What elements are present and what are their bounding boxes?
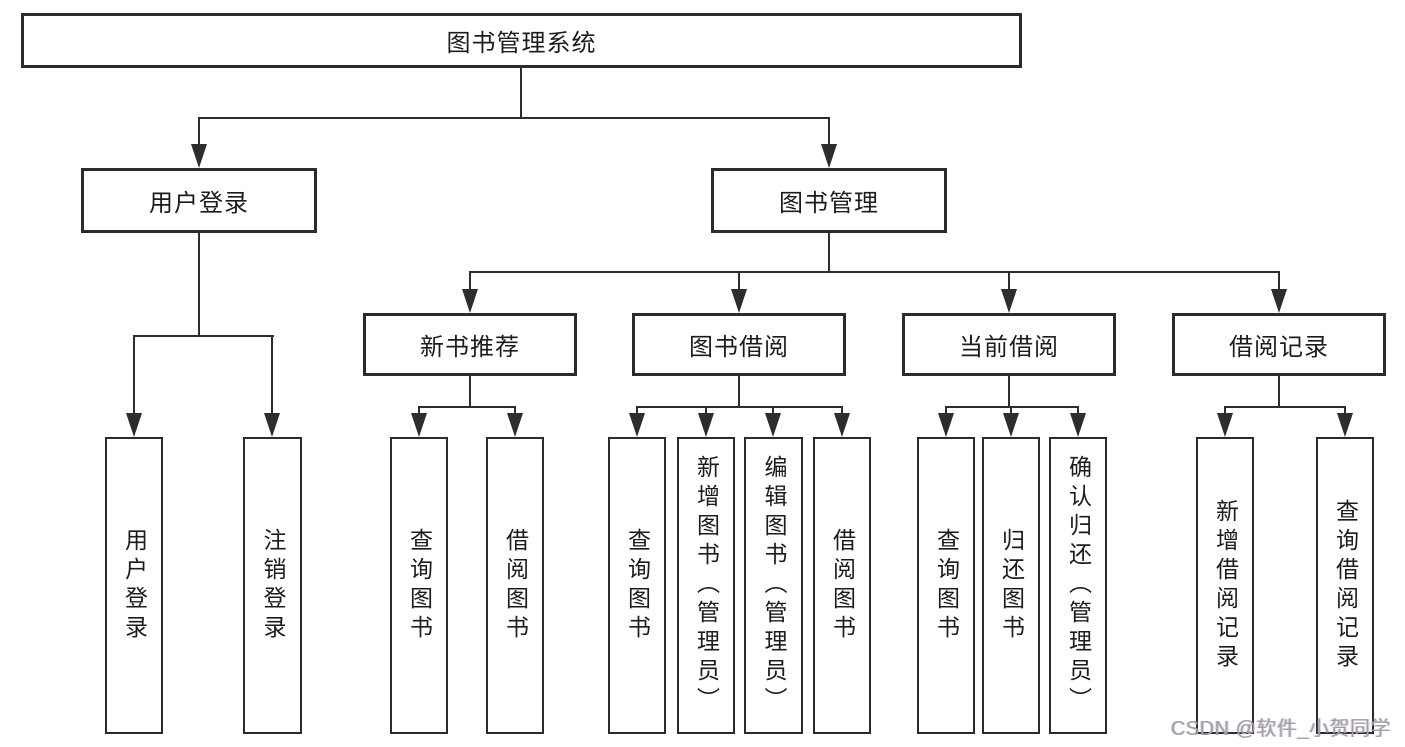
node-label: 新书推荐: [420, 334, 520, 361]
arrowhead-down-icon: [1217, 413, 1233, 437]
node-label: 当前借阅: [959, 334, 1059, 361]
connector-line: [1008, 376, 1010, 408]
leaf-add-book-admin: 新增图书（管理员）: [677, 437, 735, 734]
connector-line: [418, 406, 420, 417]
connector-line: [1008, 271, 1010, 295]
connector-line: [469, 376, 471, 408]
arrowhead-down-icon: [1337, 413, 1353, 437]
node-label: 查询图书: [624, 527, 651, 644]
node-label: 确认归还（管理员）: [1065, 455, 1092, 716]
node-label: 用户登录: [121, 527, 148, 644]
connector-line: [198, 233, 200, 337]
connector-line: [133, 335, 274, 337]
arrowhead-down-icon: [126, 413, 142, 437]
connector-line: [1278, 271, 1280, 295]
connector-line: [636, 406, 843, 408]
leaf-query-books-borrowing: 查询图书: [608, 437, 666, 734]
leaf-query-borrow-record: 查询借阅记录: [1316, 437, 1374, 734]
connector-line: [828, 233, 830, 273]
leaf-edit-book-admin: 编辑图书（管理员）: [744, 437, 803, 734]
connector-line: [469, 271, 471, 295]
node-label: 图书管理系统: [446, 30, 597, 57]
connector-line: [1010, 406, 1012, 417]
connector-line: [1224, 406, 1346, 408]
connector-line: [514, 406, 516, 417]
arrowhead-down-icon: [938, 413, 954, 437]
arrowhead-down-icon: [834, 413, 850, 437]
connector-line: [133, 335, 135, 417]
connector-line: [841, 406, 843, 417]
node-label: 归还图书: [998, 527, 1025, 644]
node-label: 编辑图书（管理员）: [761, 455, 787, 716]
arrowhead-down-icon: [821, 144, 837, 168]
connector-line: [271, 335, 273, 417]
leaf-query-books-current: 查询图书: [917, 437, 975, 734]
connector-line: [198, 117, 200, 148]
connector-line: [1278, 376, 1280, 408]
leaf-return-book: 归还图书: [982, 437, 1040, 734]
arrowhead-down-icon: [629, 413, 645, 437]
arrowhead-down-icon: [462, 289, 478, 313]
node-label: 借阅图书: [502, 527, 529, 644]
connector-line: [198, 117, 830, 119]
node-label: 图书管理: [779, 190, 879, 217]
connector-line: [636, 406, 638, 417]
node-user-login: 用户登录: [81, 168, 317, 233]
node-label: 查询图书: [406, 527, 433, 644]
node-label: 图书借阅: [689, 334, 789, 361]
leaf-borrow-books-recommend: 借阅图书: [486, 437, 544, 734]
connector-line: [418, 406, 516, 408]
connector-line: [520, 68, 522, 119]
node-root-library-system: 图书管理系统: [21, 13, 1022, 68]
connector-line: [945, 406, 1079, 408]
arrowhead-down-icon: [1070, 413, 1086, 437]
connector-line: [738, 376, 740, 408]
arrowhead-down-icon: [264, 413, 280, 437]
connector-line: [945, 406, 947, 417]
node-label: 新增借阅记录: [1212, 498, 1239, 673]
connector-line: [1344, 406, 1346, 417]
connector-line: [772, 406, 774, 417]
arrowhead-down-icon: [411, 413, 427, 437]
connector-line: [1224, 406, 1226, 417]
node-label: 新增图书（管理员）: [693, 455, 720, 716]
node-book-management: 图书管理: [711, 168, 947, 233]
arrowhead-down-icon: [731, 289, 747, 313]
connector-line: [1077, 406, 1079, 417]
arrowhead-down-icon: [191, 144, 207, 168]
node-borrowing-records: 借阅记录: [1172, 313, 1386, 376]
leaf-user-login: 用户登录: [105, 437, 163, 734]
leaf-add-borrow-record: 新增借阅记录: [1196, 437, 1254, 734]
connector-line: [828, 117, 830, 148]
leaf-borrow-books-borrowing: 借阅图书: [813, 437, 871, 734]
arrowhead-down-icon: [1271, 289, 1287, 313]
leaf-query-books-recommend: 查询图书: [390, 437, 448, 734]
node-label: 用户登录: [149, 190, 249, 217]
connector-line: [469, 271, 1280, 273]
arrowhead-down-icon: [765, 413, 781, 437]
node-label: 注销登录: [260, 527, 286, 644]
node-label: 借阅记录: [1229, 334, 1329, 361]
connector-line: [705, 406, 707, 417]
arrowhead-down-icon: [698, 413, 714, 437]
node-label: 查询借阅记录: [1332, 498, 1359, 673]
leaf-confirm-return-admin: 确认归还（管理员）: [1049, 437, 1107, 734]
leaf-logout: 注销登录: [243, 437, 302, 734]
arrowhead-down-icon: [1001, 289, 1017, 313]
node-new-book-recommend: 新书推荐: [363, 313, 577, 376]
arrowhead-down-icon: [1003, 413, 1019, 437]
arrowhead-down-icon: [507, 413, 523, 437]
csdn-watermark: CSDN @软件_小贺同学: [1170, 718, 1391, 740]
node-current-borrowing: 当前借阅: [902, 313, 1116, 376]
node-book-borrowing: 图书借阅: [632, 313, 846, 376]
node-label: 查询图书: [933, 527, 960, 644]
node-label: 借阅图书: [829, 527, 856, 644]
connector-line: [738, 271, 740, 295]
